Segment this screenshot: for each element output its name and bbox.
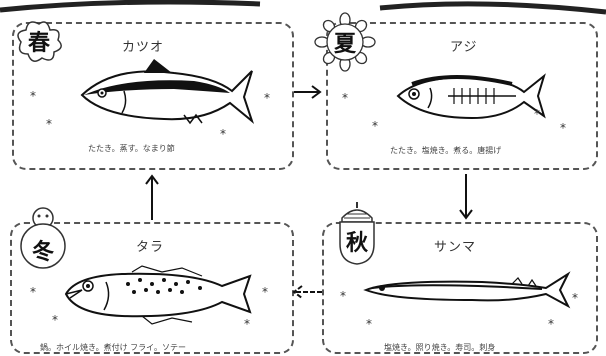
- arrow-left-icon: [292, 285, 322, 299]
- star-decoration: *: [342, 91, 348, 105]
- star-decoration: *: [366, 317, 372, 331]
- katsuo-fish-icon: [80, 59, 255, 125]
- star-decoration: *: [534, 107, 540, 121]
- autumn-dishes: 塩焼き。照り焼き。寿司。刺身: [384, 343, 496, 352]
- summer-fish-name: アジ: [450, 40, 478, 55]
- star-decoration: *: [52, 313, 58, 327]
- top-border-decoration: [0, 0, 606, 15]
- autumn-fish-name: サンマ: [434, 240, 477, 255]
- star-decoration: *: [340, 289, 346, 303]
- winter-badge: 冬: [18, 206, 68, 270]
- winter-fish-name: タラ: [136, 240, 165, 255]
- star-decoration: *: [30, 89, 36, 103]
- star-decoration: *: [264, 91, 270, 105]
- star-decoration: *: [244, 317, 250, 331]
- sanma-fish-icon: [363, 271, 571, 309]
- star-decoration: *: [548, 317, 554, 331]
- star-decoration: *: [262, 285, 268, 299]
- winter-dishes: 鍋。ホイル焼き。煮付け フライ。ソテー: [40, 343, 186, 352]
- arrow-up-icon: [145, 174, 159, 220]
- flower-icon: [17, 21, 62, 62]
- summer-dishes: たたき。塩焼き。煮る。唐揚げ: [390, 146, 502, 155]
- spring-dishes: たたき。蒸す。なまり節: [88, 144, 175, 153]
- tara-fish-icon: [64, 265, 252, 325]
- winter-badge-label: 冬: [31, 239, 54, 265]
- spring-fish-name: カツオ: [122, 40, 165, 55]
- arrow-down-icon: [459, 174, 473, 220]
- autumn-badge-label: 秋: [345, 230, 368, 256]
- star-decoration: *: [46, 117, 52, 131]
- star-decoration: *: [220, 127, 226, 141]
- summer-badge-label: 夏: [333, 31, 356, 57]
- arrow-right-icon: [294, 85, 322, 99]
- snowman-icon: [20, 207, 66, 269]
- autumn-badge: 秋: [332, 200, 382, 266]
- star-decoration: *: [560, 121, 566, 135]
- spring-badge-label: 春: [27, 30, 50, 56]
- acorn-icon: [339, 202, 375, 265]
- spring-badge: 春: [14, 20, 64, 62]
- sun-icon: [314, 12, 376, 72]
- aji-fish-icon: [396, 73, 546, 120]
- star-decoration: *: [30, 285, 36, 299]
- star-decoration: *: [372, 119, 378, 133]
- summer-badge: 夏: [314, 12, 376, 72]
- star-decoration: *: [572, 291, 578, 305]
